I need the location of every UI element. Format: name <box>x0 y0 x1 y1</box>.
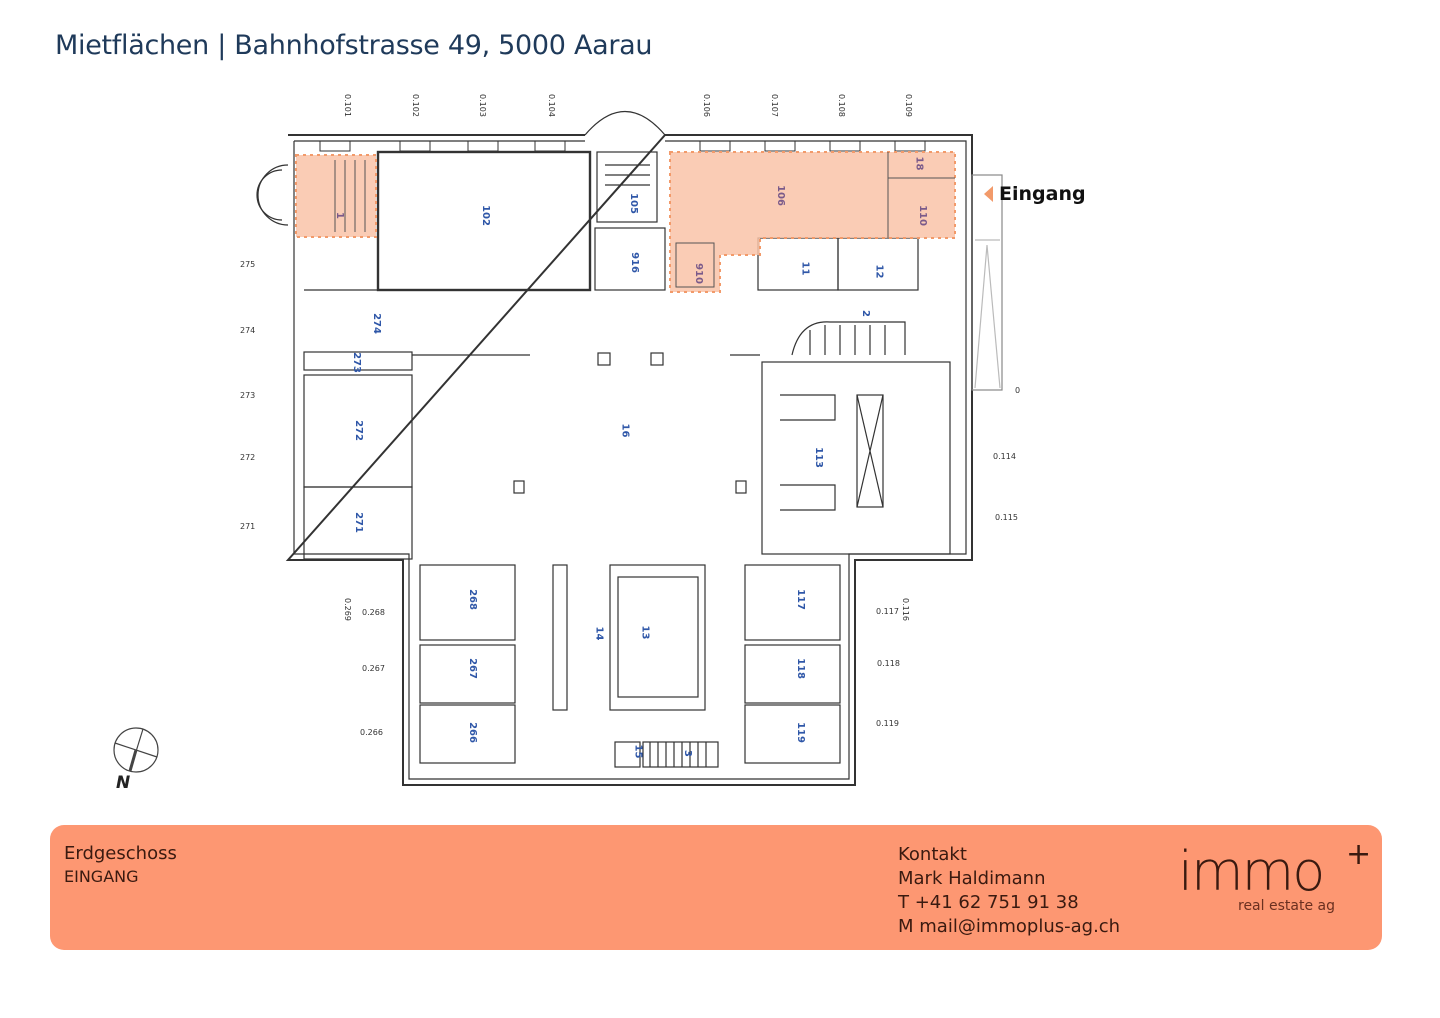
axis-label: 273 <box>240 391 256 400</box>
room-label-271[interactable]: 271 <box>352 512 364 533</box>
contact-phone[interactable]: T +41 62 751 91 38 <box>898 892 1079 913</box>
room-label-14[interactable]: 14 <box>593 626 605 641</box>
room-label-273[interactable]: 273 <box>350 352 362 373</box>
floor-plan: 0.101 0.102 0.103 0.104 0.106 0.107 0.10… <box>112 94 1086 793</box>
logo-plus-icon: + <box>1346 837 1372 872</box>
room-label-13[interactable]: 13 <box>639 625 651 640</box>
room-label-1[interactable]: 1 <box>333 212 345 219</box>
axis-label: 0 <box>1015 386 1021 395</box>
room-label-119[interactable]: 119 <box>794 722 806 743</box>
contact-name: Mark Haldimann <box>898 868 1046 889</box>
axis-label: 0.109 <box>904 94 913 117</box>
entrance-marker: Eingang <box>984 183 1086 205</box>
logo-subtitle: real estate ag <box>1238 898 1335 914</box>
axis-label: 0.269 <box>343 598 352 621</box>
compass-north-label: N <box>116 773 131 793</box>
axis-label: 0.116 <box>901 598 910 621</box>
axis-label: 0.268 <box>362 608 385 617</box>
axis-label: 0.101 <box>343 94 352 117</box>
room-label-18[interactable]: 18 <box>913 156 925 171</box>
axis-label: 271 <box>240 522 256 531</box>
entrance-label: Eingang <box>999 183 1086 205</box>
axis-label: 274 <box>240 326 256 335</box>
floor-info: Erdgeschoss EINGANG <box>64 843 177 886</box>
room-label-117[interactable]: 117 <box>794 589 806 610</box>
room-label-274[interactable]: 274 <box>370 313 382 334</box>
room-label-105[interactable]: 105 <box>627 193 639 214</box>
axis-label: 272 <box>240 453 256 462</box>
room-label-102[interactable]: 102 <box>479 205 491 226</box>
room-label-16[interactable]: 16 <box>619 423 631 438</box>
room-label-267[interactable]: 267 <box>466 658 478 679</box>
axis-label: 0.107 <box>770 94 779 117</box>
contact-email[interactable]: M mail@immoplus-ag.ch <box>898 916 1121 937</box>
room-label-118[interactable]: 118 <box>794 658 806 679</box>
room-label-272[interactable]: 272 <box>352 420 364 441</box>
room-label-916[interactable]: 916 <box>628 252 640 273</box>
info-footer: Erdgeschoss EINGANG Kontakt Mark Haldima… <box>50 825 1382 950</box>
floor-plan-drawing <box>113 111 1003 786</box>
axis-label: 0.104 <box>547 94 556 117</box>
axis-label: 0.117 <box>876 607 899 616</box>
floor-name: Erdgeschoss <box>64 843 177 864</box>
axis-label: 275 <box>240 260 256 269</box>
room-label-11[interactable]: 11 <box>799 261 811 276</box>
axis-label: 0.114 <box>993 452 1016 461</box>
axis-label: 0.267 <box>362 664 385 673</box>
axis-label: 0.115 <box>995 513 1018 522</box>
room-label-110[interactable]: 110 <box>916 205 928 226</box>
room-label-106[interactable]: 106 <box>774 185 786 206</box>
room-label-113[interactable]: 113 <box>812 447 824 468</box>
room-label-3[interactable]: 3 <box>681 750 693 757</box>
floor-subtitle: EINGANG <box>64 867 139 886</box>
axis-label: 0.118 <box>877 659 900 668</box>
logo-word: immo <box>1178 840 1325 903</box>
room-label-266[interactable]: 266 <box>466 722 478 743</box>
room-label-268[interactable]: 268 <box>466 589 478 610</box>
company-logo: immo + real estate ag <box>1178 837 1371 923</box>
room-label-2[interactable]: 2 <box>859 310 871 317</box>
axis-label: 0.119 <box>876 719 899 728</box>
axis-label: 0.102 <box>411 94 420 117</box>
room-label-12[interactable]: 12 <box>873 264 885 279</box>
room-label-15[interactable]: 15 <box>632 744 644 759</box>
compass: N <box>112 727 160 793</box>
contact-heading: Kontakt <box>898 844 967 865</box>
room-label-910[interactable]: 910 <box>692 263 704 284</box>
axis-label: 0.103 <box>478 94 487 117</box>
axis-label: 0.108 <box>837 94 846 117</box>
axis-label: 0.106 <box>702 94 711 117</box>
entrance-arrow-icon <box>984 186 993 202</box>
contact-info: Kontakt Mark Haldimann T +41 62 751 91 3… <box>898 843 1120 939</box>
page-title: Mietflächen | Bahnhofstrasse 49, 5000 Aa… <box>55 30 653 61</box>
axis-label: 0.266 <box>360 728 383 737</box>
